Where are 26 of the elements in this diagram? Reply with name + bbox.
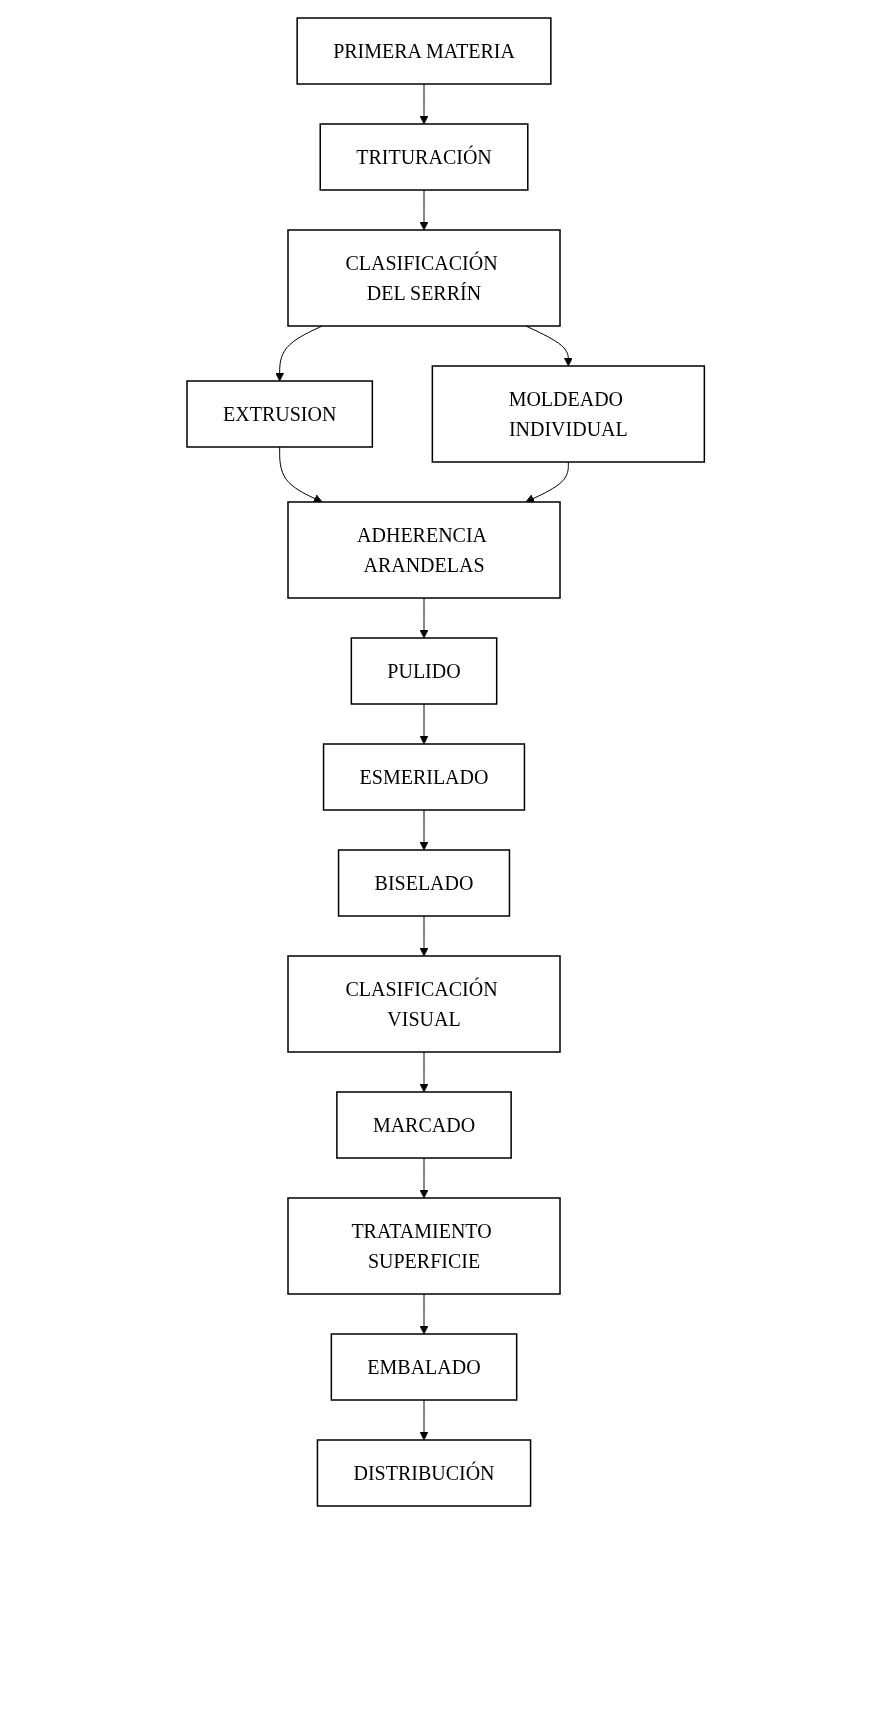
arrow — [525, 461, 569, 503]
node-box: CLASIFICACIÓN DEL SERRÍN — [287, 229, 561, 327]
node-box: PULIDO — [350, 637, 498, 705]
arrow — [419, 83, 429, 125]
arrow — [419, 915, 429, 957]
node-box: EXTRUSION — [186, 380, 373, 448]
node-box: MOLDEADO INDIVIDUAL — [431, 365, 705, 463]
node-box: CLASIFICACIÓN VISUAL — [287, 955, 561, 1053]
node-box: TRATAMIENTO SUPERFICIE — [287, 1197, 561, 1295]
node-box: ESMERILADO — [322, 743, 526, 811]
arrow — [419, 703, 429, 745]
arrow — [419, 809, 429, 851]
arrow — [419, 189, 429, 231]
node-box: MARCADO — [335, 1091, 512, 1159]
node-box: DISTRIBUCIÓN — [316, 1439, 532, 1507]
arrow — [419, 1399, 429, 1441]
arrow — [419, 1157, 429, 1199]
arrow — [279, 446, 323, 503]
node-box: BISELADO — [337, 849, 511, 917]
node-box: ADHERENCIA ARANDELAS — [287, 501, 561, 599]
node-box: TRITURACIÓN — [319, 123, 529, 191]
node-box: EMBALADO — [330, 1333, 518, 1401]
node-box: PRIMERA MATERIA — [296, 17, 552, 85]
arrow — [419, 1293, 429, 1335]
arrow — [419, 597, 429, 639]
arrow — [419, 1051, 429, 1093]
